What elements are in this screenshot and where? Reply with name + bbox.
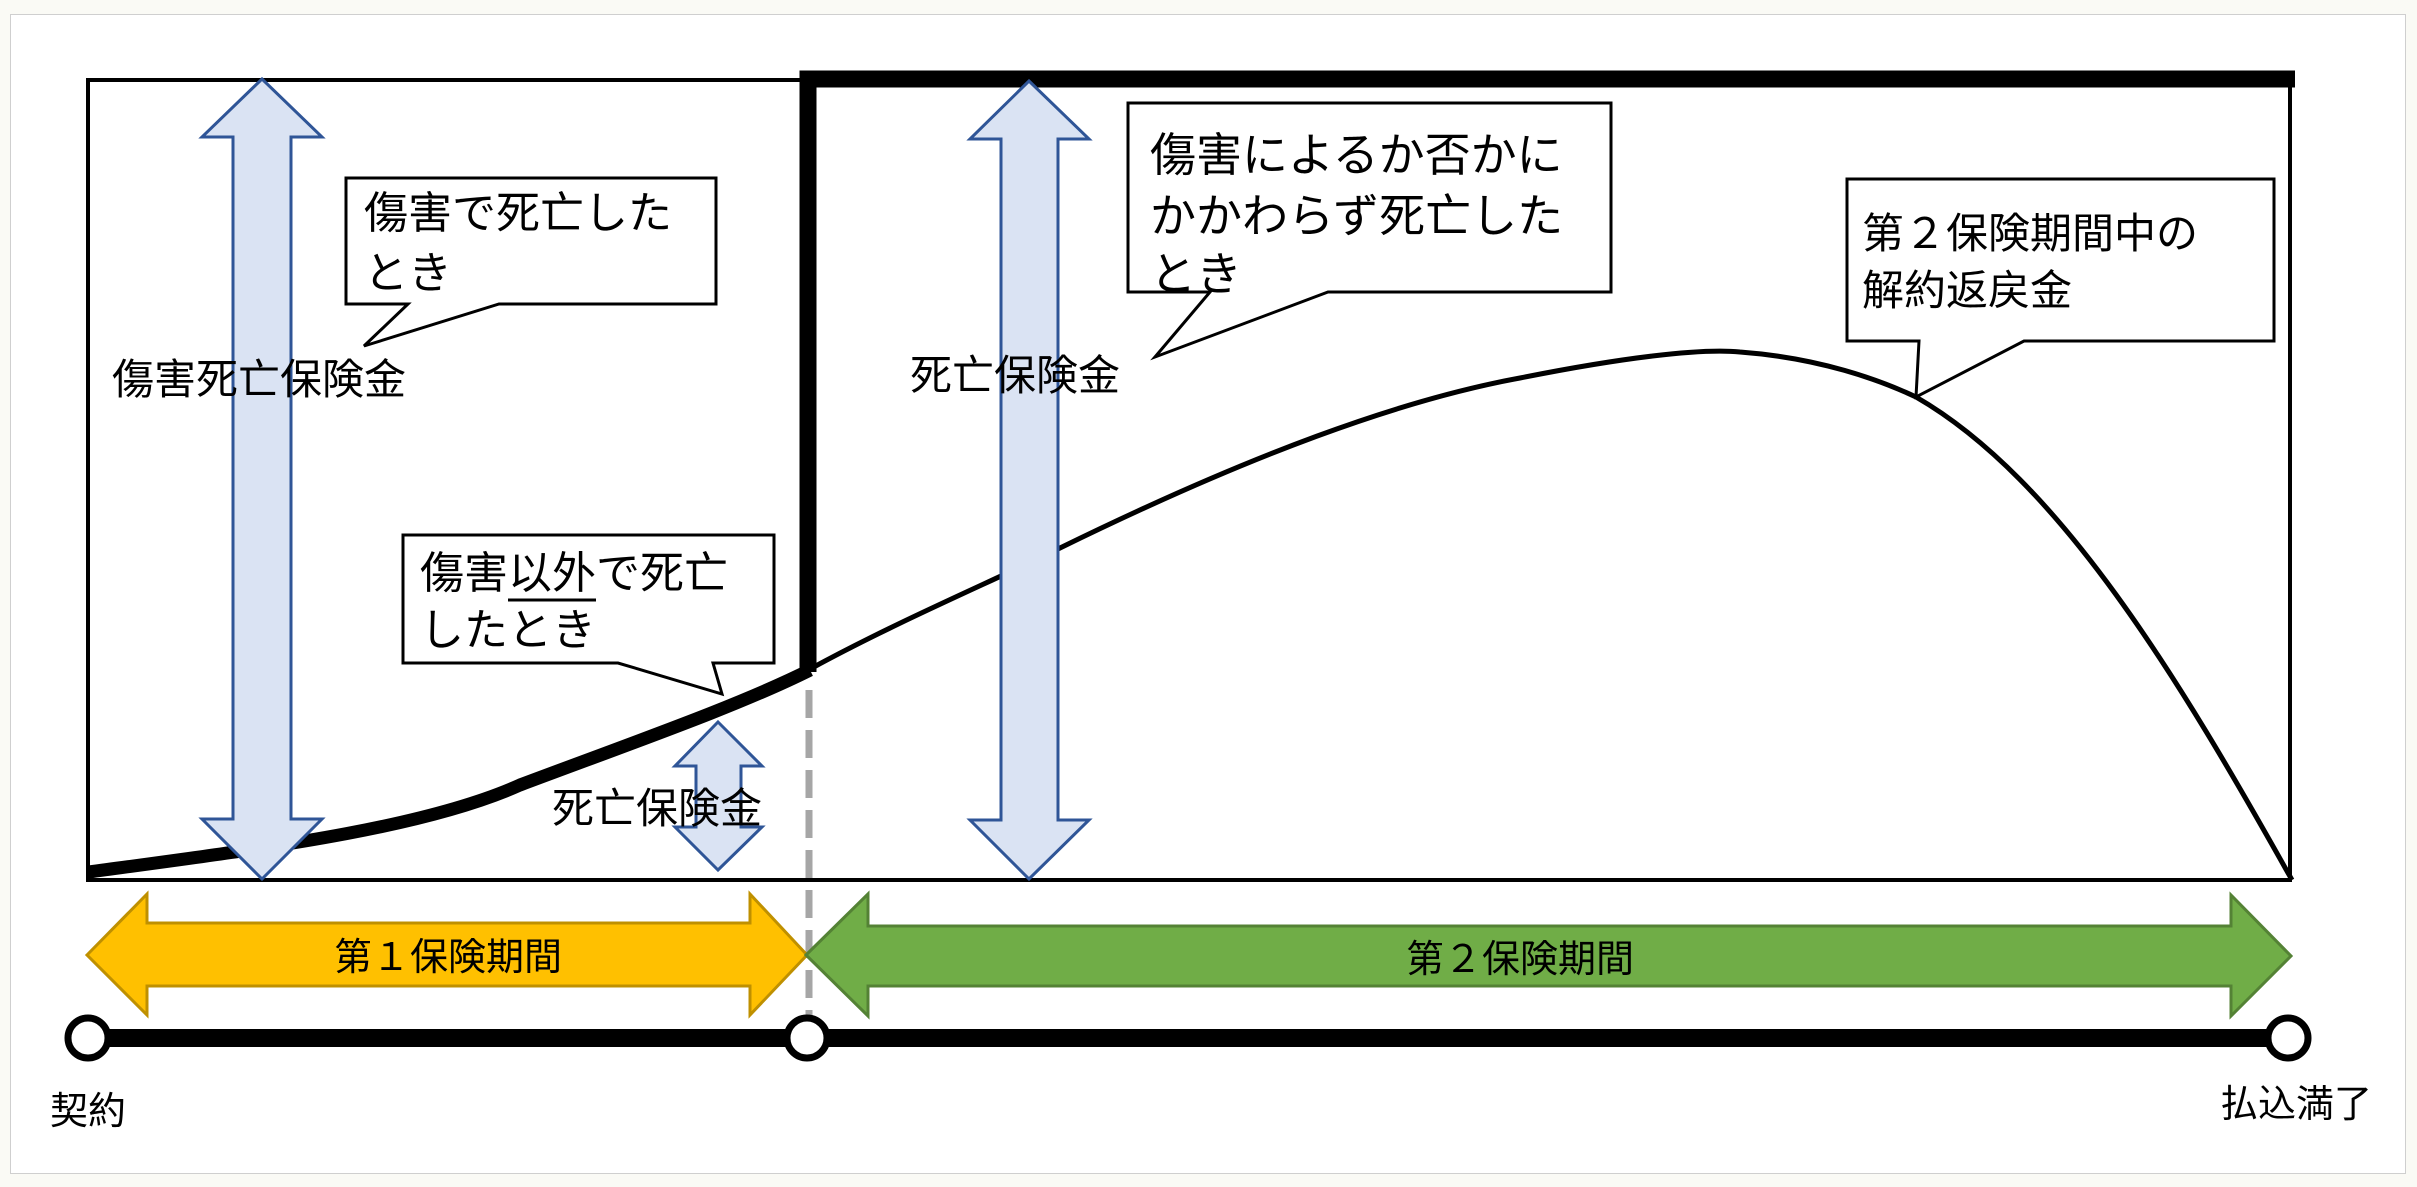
- accidental-death-benefit-arrow: [198, 76, 326, 882]
- callout-non-accident-death-line2: したとき: [420, 605, 596, 656]
- death-benefit-period2-arrow: [966, 78, 1093, 882]
- callout-any-death: [1126, 101, 1613, 361]
- callout-surrender-value-line2: 解約返戻金: [1862, 266, 2072, 315]
- callout-accident-death-line2: とき: [364, 248, 452, 299]
- callout-accident-death-line1: 傷害で死亡した: [364, 188, 672, 239]
- period2-label: 第２保険期間: [1406, 937, 1634, 981]
- callout-accident-death: [344, 176, 718, 348]
- callout-surrender-value: [1845, 177, 2276, 400]
- death-benefit-period1-arrow: [671, 719, 766, 873]
- callout-any-death-line3: とき: [1150, 247, 1242, 301]
- callout-non-accident-death: [401, 533, 776, 697]
- label-death-benefit-period2: 死亡保険金: [910, 351, 1120, 400]
- label-death-benefit-period1: 死亡保険金: [552, 784, 762, 833]
- period1-label: 第１保険期間: [334, 935, 562, 979]
- period2-arrow: [803, 890, 2294, 1020]
- underlined-emphasis: 以外: [508, 548, 596, 599]
- period1-death-benefit-curve: [88, 664, 813, 879]
- label-accidental-death-benefit: 傷害死亡保険金: [112, 355, 406, 404]
- timeline-end-label: 払込満了: [2220, 1082, 2372, 1126]
- timeline-node-period-boundary: [783, 1014, 831, 1062]
- callout-any-death-line2: かかわらず死亡した: [1150, 189, 1563, 243]
- timeline-node-contract: [64, 1014, 112, 1062]
- timeline-start-label: 契約: [50, 1089, 126, 1133]
- callout-non-accident-death-line1: 傷害以外で死亡: [420, 548, 728, 599]
- callout-any-death-line1: 傷害によるか否かに: [1150, 128, 1563, 182]
- timeline-node-payment-complete: [2264, 1014, 2312, 1062]
- callout-surrender-value-line1: 第２保険期間中の: [1862, 209, 2198, 258]
- period2-death-benefit-line: [799, 70, 2295, 672]
